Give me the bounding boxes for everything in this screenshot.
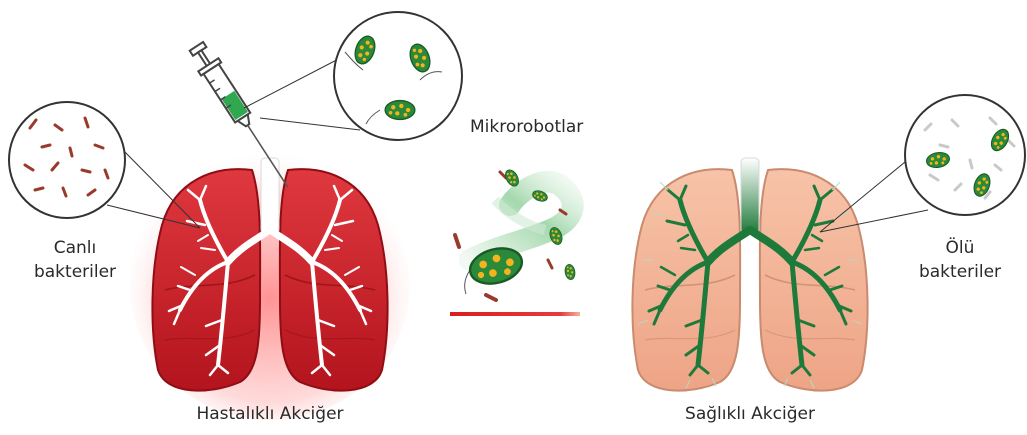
microrobots-attack-scene [455,168,576,300]
dead-bacteria-label-line2: bakteriler [905,261,1015,283]
microrobots-label: Mikrorobotlar [470,116,600,138]
live-bacteria-label-line1: Canlı [20,237,130,259]
microrobot-magnifier-icon [244,12,462,140]
diseased-lung-caption: Hastalıklı Akciğer [180,403,360,425]
healthy-lung-icon [632,158,867,391]
dead-bacteria-label-line1: Ölü [905,237,1015,259]
live-bacteria-label-line2: bakteriler [20,261,130,283]
healthy-lung-caption: Sağlıklı Akciğer [660,403,840,425]
arrow-right-icon [450,312,580,316]
